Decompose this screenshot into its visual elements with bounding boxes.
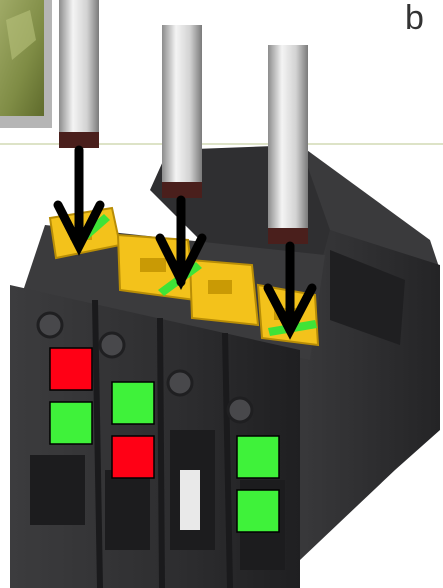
screwdriver-3-blade	[268, 45, 308, 235]
screw-hole-2	[100, 333, 124, 357]
wire-entry-2	[105, 470, 150, 550]
column-separator-2	[160, 318, 162, 588]
screwdriver-3-tip	[268, 228, 308, 244]
screwdriver-1	[59, 0, 99, 148]
screw-hole-1	[38, 313, 62, 337]
screwdriver-2	[162, 25, 202, 198]
wire-entry-3-light	[180, 470, 200, 530]
clamp-slot-2	[140, 258, 166, 272]
clamp-slot-3	[208, 280, 232, 294]
indicator-col2-upper-green	[112, 382, 154, 424]
figure-corner-label: b	[405, 0, 443, 40]
indicator-col4-lower-green	[237, 490, 279, 532]
wire-entry-1	[30, 455, 85, 525]
screw-hole-4	[228, 398, 252, 422]
indicator-col1-upper-red	[50, 348, 92, 390]
thumbnail-image	[0, 0, 52, 128]
screwdriver-2-blade	[162, 25, 202, 190]
indicator-col4-upper-green	[237, 436, 279, 478]
screwdriver-3	[268, 45, 308, 244]
indicator-col2-lower-red	[112, 436, 154, 478]
screwdriver-1-blade	[59, 0, 99, 140]
screwdriver-2-tip	[162, 182, 202, 198]
screw-hole-3	[168, 371, 192, 395]
indicator-col1-lower-green	[50, 402, 92, 444]
